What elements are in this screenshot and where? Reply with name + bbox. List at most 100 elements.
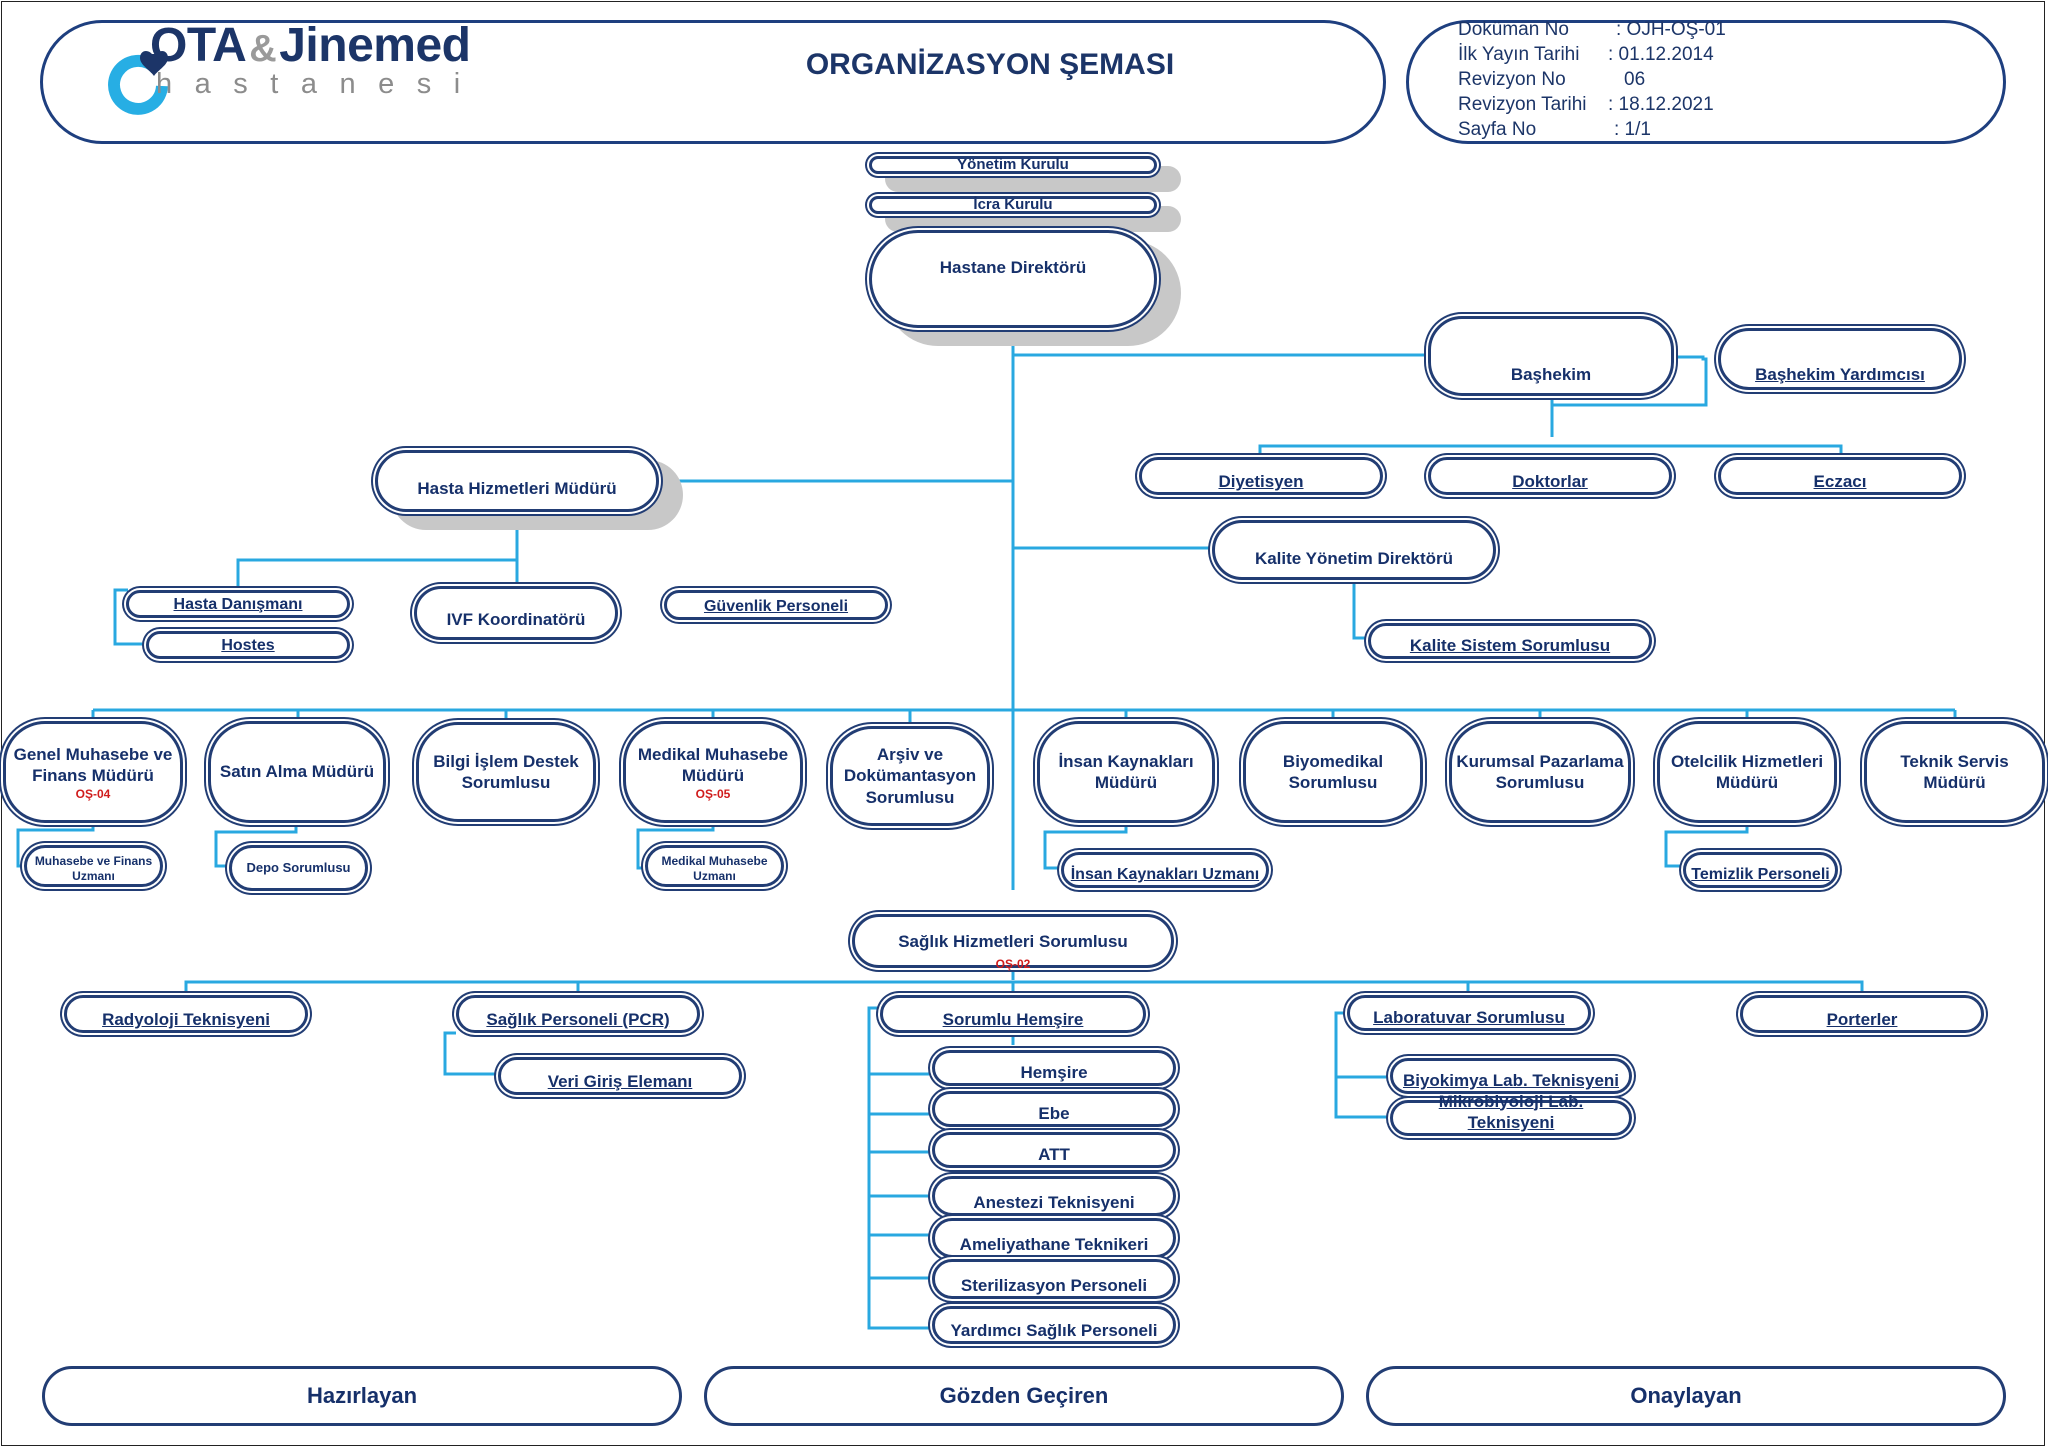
node-microbiology-lab-technician: Mikrobiyoloji Lab. Teknisyeni (1390, 1092, 1632, 1136)
meta-value: 06 (1624, 69, 1646, 90)
node-label: Radyoloji Teknisyeni (102, 1009, 270, 1029)
node-assistant-health-staff: Yardımcı Sağlık Personeli (932, 1306, 1176, 1344)
node-accounting-specialist: Muhasebe ve Finans Uzmanı (24, 845, 163, 887)
node-label: Güvenlik Personeli (703, 598, 849, 615)
node-label: Eczacı (1813, 471, 1867, 491)
node-label: Kalite Yönetim Direktörü (1254, 548, 1454, 568)
node-code: OŞ-05 (695, 787, 731, 802)
node-label: Satın Alma Müdürü (219, 762, 375, 782)
meta-value: : 18.12.2021 (1608, 94, 1714, 115)
node-label: Mikrobiyoloji Lab. Teknisyeni (1438, 1091, 1584, 1132)
footer-label: Gözden Geçiren (939, 1383, 1109, 1408)
footer-reviewed-by: Gözden Geçiren (704, 1366, 1344, 1426)
node-label: Kurumsal Pazarlama Sorumlusu (1456, 751, 1624, 792)
document-title: ORGANİZASYON ŞEMASI (805, 48, 1175, 81)
node-label: İnsan Kaynakları Müdürü (1058, 751, 1194, 792)
node-label: İcra Kurulu (973, 195, 1053, 213)
node-data-entry-clerk: Veri Giriş Elemanı (498, 1057, 742, 1095)
meta-label: Revizyon No (1458, 69, 1566, 90)
node-operating-room-technician: Ameliyathane Teknikeri (932, 1218, 1176, 1258)
node-label: Doktorlar (1512, 471, 1588, 491)
node-label: Hemşire (1020, 1062, 1088, 1082)
node-technical-service-manager: Teknik Servis Müdürü (1864, 721, 2045, 823)
node-label: Yardımcı Sağlık Personeli (950, 1320, 1158, 1340)
node-label: Sağlık Personeli (PCR) (486, 1009, 670, 1029)
node-code: OŞ-04 (75, 787, 111, 802)
node-hr-manager: İnsan Kaynakları Müdürü (1037, 721, 1215, 823)
node-pharmacist: Eczacı (1718, 457, 1962, 495)
node-patient-consultant: Hasta Danışmanı (126, 590, 350, 618)
node-emergency-medical-technician: ATT (932, 1132, 1176, 1168)
node-head-nurse: Sorumlu Hemşire (880, 995, 1146, 1033)
node-label: Başhekim Yardımcısı (1755, 364, 1925, 384)
node-sterilization-staff: Sterilizasyon Personeli (932, 1259, 1176, 1299)
node-pcr-health-staff: Sağlık Personeli (PCR) (456, 995, 700, 1033)
node-label: Sağlık Hizmetleri Sorumlusu (898, 932, 1128, 951)
node-label: Medikal Muhasebe Uzmanı (661, 854, 768, 883)
node-label: Hastane Direktörü (939, 258, 1087, 277)
node-label: Hasta Danışmanı (173, 596, 303, 613)
footer-prepared-by: Hazırlayan (42, 1366, 682, 1426)
node-code: OŞ-02 (995, 957, 1031, 972)
node-porters: Porterler (1740, 995, 1984, 1033)
node-label: Laboratuvar Sorumlusu (1373, 1007, 1565, 1027)
node-label: Sorumlu Hemşire (942, 1009, 1084, 1029)
node-label: Başhekim (1510, 364, 1592, 384)
node-patient-services-manager: Hasta Hizmetleri Müdürü (375, 450, 659, 512)
node-radiology-technician: Radyoloji Teknisyeni (64, 995, 308, 1033)
footer-label: Onaylayan (1630, 1383, 1742, 1408)
node-midwife: Ebe (932, 1091, 1176, 1127)
node-cleaning-staff: Temizlik Personeli (1683, 852, 1838, 888)
node-anesthesia-technician: Anestezi Teknisyeni (932, 1176, 1176, 1216)
node-warehouse-officer: Depo Sorumlusu (229, 845, 368, 891)
node-label: Teknik Servis Müdürü (1900, 751, 2009, 792)
node-label: Arşiv ve Dokümantasyon Sorumlusu (843, 745, 977, 807)
node-ivf-coordinator: IVF Koordinatörü (414, 586, 618, 640)
node-label: IVF Koordinatörü (446, 609, 586, 629)
logo-amp: & (249, 28, 277, 70)
node-label: Kalite Sistem Sorumlusu (1409, 635, 1611, 655)
node-label: Hostes (221, 637, 275, 654)
meta-label: İlk Yayın Tarihi (1458, 44, 1580, 65)
node-label: Porterler (1826, 1009, 1898, 1029)
node-label: Depo Sorumlusu (246, 859, 351, 875)
node-label: ATT (1038, 1144, 1070, 1164)
node-dietitian: Diyetisyen (1139, 457, 1383, 495)
node-security-staff: Güvenlik Personeli (664, 590, 888, 620)
logo-icon (108, 50, 168, 115)
node-quality-system-officer: Kalite Sistem Sorumlusu (1368, 623, 1652, 659)
node-label: Diyetisyen (1218, 471, 1304, 491)
node-label: Otelcilik Hizmetleri Müdürü (1670, 751, 1824, 792)
node-label: İnsan Kaynakları Uzmanı (1070, 866, 1260, 883)
node-archive-officer: Arşiv ve Dokümantasyon Sorumlusu (830, 726, 990, 826)
node-label: Anestezi Teknisyeni (973, 1192, 1135, 1212)
node-medical-accounting-specialist: Medikal Muhasebe Uzmanı (645, 845, 784, 887)
meta-value: : 1/1 (1614, 119, 1651, 140)
node-hostess: Hostes (146, 631, 350, 659)
node-biomedical-officer: Biyomedikal Sorumlusu (1243, 721, 1423, 823)
node-label: Biyokimya Lab. Teknisyeni (1402, 1070, 1620, 1090)
logo-wordmark: OTA&Jinemed (150, 18, 471, 73)
header-meta-panel (1406, 20, 2006, 144)
node-label: Biyomedikal Sorumlusu (1282, 751, 1384, 792)
logo-secondary: Jinemed (279, 19, 471, 72)
node-corporate-marketing-officer: Kurumsal Pazarlama Sorumlusu (1449, 721, 1631, 823)
node-label: Medikal Muhasebe Müdürü (637, 744, 789, 785)
meta-value: : 01.12.2014 (1608, 44, 1714, 65)
node-it-support-officer: Bilgi İşlem Destek Sorumlusu (416, 722, 596, 822)
node-quality-director: Kalite Yönetim Direktörü (1212, 520, 1496, 580)
node-label: Temizlik Personeli (1691, 866, 1830, 883)
logo-subtitle: hastanesi (156, 68, 483, 100)
node-label: Genel Muhasebe ve Finans Müdürü (13, 744, 173, 785)
node-purchasing-manager: Satın Alma Müdürü (208, 721, 386, 823)
meta-value: : OJH-OŞ-01 (1616, 19, 1726, 40)
meta-label: Doküman No (1458, 19, 1569, 40)
logo-primary: OTA (150, 19, 247, 72)
header-main-panel (40, 20, 1386, 144)
node-label: Hasta Hizmetleri Müdürü (417, 478, 617, 498)
node-label: Sterilizasyon Personeli (960, 1275, 1148, 1295)
node-executive-board: İcra Kurulu (869, 196, 1157, 214)
